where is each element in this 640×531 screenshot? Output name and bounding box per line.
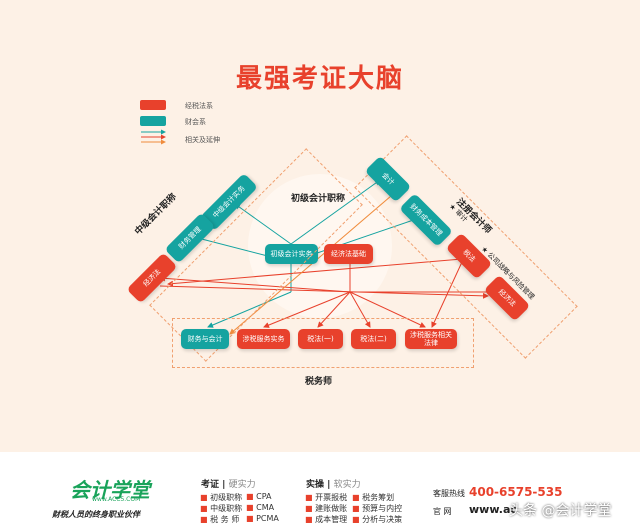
legend-label-accounting: 财会系 xyxy=(185,118,206,126)
practice-item: ■ 分析与决策 xyxy=(352,515,403,524)
website-link[interactable]: www.ac xyxy=(469,503,517,516)
bottom-box-tax-law-2: 税法(二) xyxy=(351,329,396,349)
exam-item: ■ CPA xyxy=(246,492,272,501)
bottom-box-finance-accounting: 财务与会计 xyxy=(181,329,229,349)
bottom-box-tax-law-1: 税法(一) xyxy=(298,329,343,349)
hotline-label: 客服热线 xyxy=(433,489,465,498)
diagram-title: 最强考证大脑 xyxy=(235,64,404,94)
center-box-primary-practice: 初级会计实务 xyxy=(265,244,318,264)
practice-heading: 实操 | 软实力 xyxy=(306,480,361,490)
center-circle xyxy=(248,174,392,318)
website-label: 官 网 xyxy=(433,507,452,516)
footer-bar xyxy=(0,452,640,531)
practice-item: ■ 成本管理 xyxy=(305,515,348,524)
center-label: 初级会计职称 xyxy=(291,194,346,204)
brand-logo: 会计学堂 xyxy=(70,478,150,502)
exam-item: ■ CMA xyxy=(246,503,275,512)
bottom-group-label: 税务师 xyxy=(305,377,333,387)
watermark: 头条 @会计学堂 xyxy=(509,503,612,519)
legend-label-tax-law: 经税法系 xyxy=(185,102,213,110)
exam-heading: 考证 | 硬实力 xyxy=(201,480,256,490)
legend-arrows-icon xyxy=(141,129,166,145)
brand-logo-url: www.ACC5.COM xyxy=(92,496,141,503)
center-box-economic-law-basics: 经济法基础 xyxy=(324,244,373,264)
legend-swatch-accounting xyxy=(140,116,166,126)
exam-item: ■ PCMA xyxy=(246,514,279,523)
hotline-number[interactable]: 400-6575-535 xyxy=(469,485,563,499)
practice-item: ■ 建账做账 xyxy=(305,504,348,513)
practice-item: ■ 税务筹划 xyxy=(352,493,395,502)
legend-label-related: 相关及延伸 xyxy=(185,136,220,144)
exam-item: ■ 初级职称 xyxy=(200,493,243,502)
exam-item: ■ 税 务 师 xyxy=(200,515,240,524)
exam-item: ■ 中级职称 xyxy=(200,504,243,513)
legend-swatch-tax-law xyxy=(140,100,166,110)
brand-slogan: 财税人员的终身职业伙伴 xyxy=(52,510,140,519)
bottom-box-tax-service-law: 涉税服务相关法律 xyxy=(405,329,457,349)
practice-item: ■ 预算与内控 xyxy=(352,504,403,513)
practice-item: ■ 开票报税 xyxy=(305,493,348,502)
bottom-group-frame xyxy=(172,318,474,368)
bottom-box-tax-service-practice: 涉税服务实务 xyxy=(237,329,290,349)
